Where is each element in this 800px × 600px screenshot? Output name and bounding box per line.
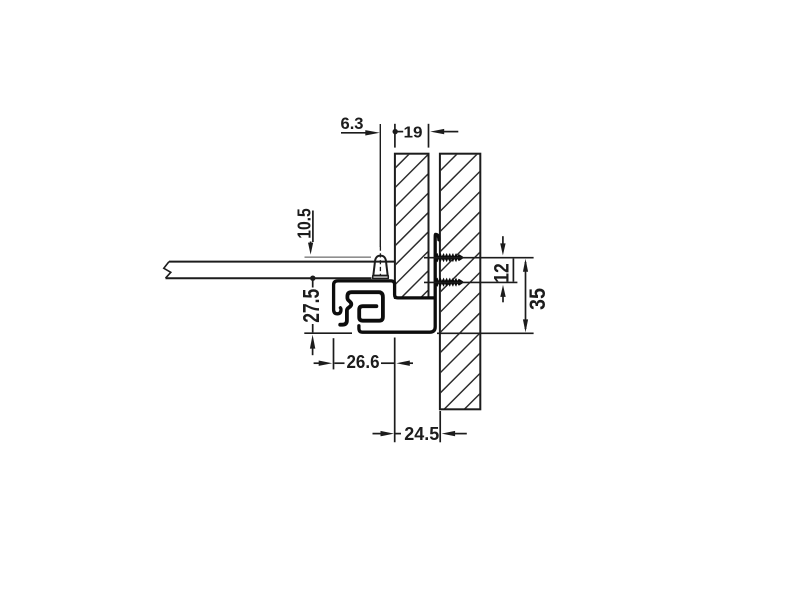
svg-text:19: 19 (404, 125, 423, 142)
svg-text:10.5: 10.5 (294, 208, 314, 239)
svg-text:26.6: 26.6 (347, 351, 380, 372)
svg-text:6.3: 6.3 (341, 115, 364, 133)
svg-text:24.5: 24.5 (404, 423, 439, 444)
svg-text:12: 12 (490, 263, 513, 283)
svg-text:35: 35 (525, 288, 550, 310)
svg-text:27.5: 27.5 (298, 289, 324, 323)
